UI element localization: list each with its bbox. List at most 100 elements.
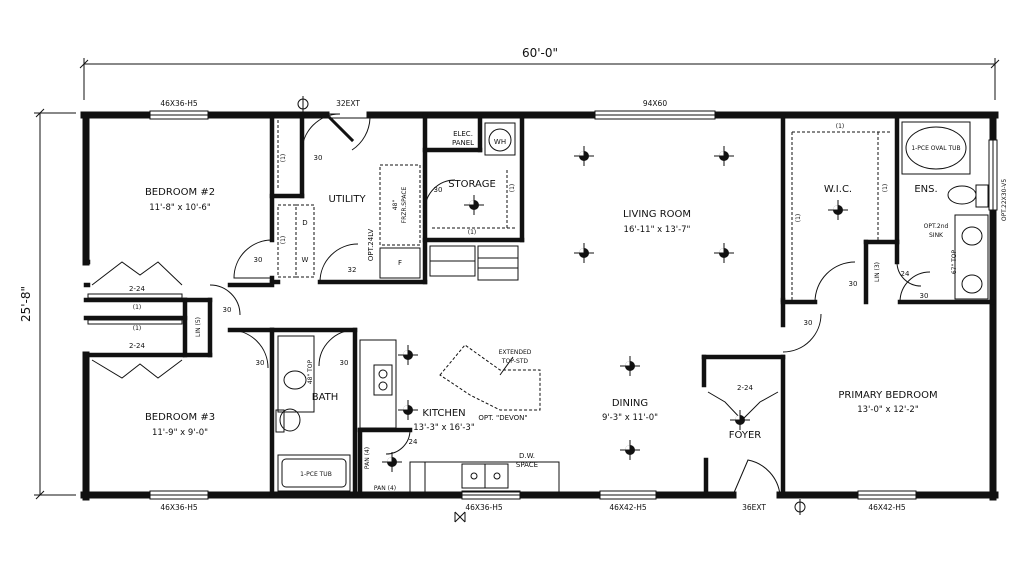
door-size-primary: 30 (804, 319, 813, 327)
room-size-dining: 9'-3" x 11'-0" (602, 413, 658, 423)
kitchen-fixtures (359, 339, 560, 493)
room-name-storage: STORAGE (448, 179, 496, 190)
note-panel: PANEL (452, 139, 474, 147)
room-size-living: 16'-11" x 13'-7" (624, 225, 691, 235)
overall-width: 60'-0" (522, 46, 558, 60)
dimension-lines: 60'-0" 25'-8" (19, 46, 1000, 500)
door-size-bath: 30 (340, 359, 349, 367)
note-dw-space: SPACE (516, 461, 538, 469)
note-frzr-48: 48" (392, 200, 399, 211)
annotations: ELEC. PANEL WH 48" FRZR.SPACE OPT.24LV F… (129, 123, 961, 492)
note-dw: D.W. (519, 452, 535, 460)
note-lin5: LIN (5) (195, 317, 202, 337)
ceiling-light-icon (398, 400, 418, 420)
room-name-bedroom2: BEDROOM #2 (145, 187, 215, 198)
shelf-label-storage-right: (1) (509, 184, 516, 193)
room-name-living: LIVING ROOM (623, 209, 691, 220)
interior-walls (83, 112, 996, 498)
shelf-label-wic-right: (1) (882, 184, 889, 193)
room-name-primary: PRIMARY BEDROOM (838, 390, 937, 401)
window-label-primary: 46X42-H5 (868, 503, 906, 512)
window-label-bed3: 46X36-H5 (160, 503, 198, 512)
door-label-32ext: 32EXT (336, 99, 360, 108)
window-label-kitchen: 46X36-H5 (465, 503, 503, 512)
label-freezer: F (398, 259, 402, 267)
windows: 46X36-H5 32EXT 94X60 46X36-H5 46X36-H5 4… (149, 99, 1008, 512)
door-size-utility: 32 (348, 266, 357, 274)
door-size-ens: 30 (920, 292, 929, 300)
hose-bib-icons (297, 96, 806, 523)
utility-fixtures (277, 120, 890, 300)
ceiling-light-icon (828, 200, 848, 220)
room-size-bedroom2: 11'-8" x 10'-6" (149, 203, 211, 213)
shelf-label-hall: (1) (280, 154, 287, 163)
shelf-label-wic-left: (1) (795, 214, 802, 223)
door-32ext (327, 115, 371, 151)
room-labels: BEDROOM #2 11'-8" x 10'-6" BEDROOM #3 11… (145, 179, 938, 441)
note-bath-tub: 1-PCE TUB (300, 471, 332, 478)
room-name-wic: W.I.C. (824, 184, 852, 195)
note-frzr-space: FRZR.SPACE (401, 186, 408, 223)
room-name-bath: BATH (312, 392, 339, 403)
door-swings (209, 113, 931, 496)
room-name-utility: UTILITY (328, 194, 366, 205)
door-size-pantry: 24 (409, 438, 418, 446)
door-size-bed2: 30 (254, 256, 263, 264)
ensuite-fixtures (901, 121, 989, 300)
room-size-kitchen: 13'-3" x 16'-3" (413, 423, 475, 433)
door-size-wic: 30 (849, 280, 858, 288)
door-label-36ext: 36EXT (742, 503, 766, 512)
door-size-hall: 30 (314, 154, 323, 162)
room-size-primary: 13'-0" x 12'-2" (857, 405, 919, 415)
closet-label-bed2: 2-24 (129, 285, 145, 293)
note-oval-tub: 1-PCE OVAL TUB (911, 145, 960, 152)
room-name-kitchen: KITCHEN (422, 408, 465, 419)
bath-fixtures (275, 335, 351, 492)
room-size-bedroom3: 11'-9" x 9'-0" (152, 428, 208, 438)
closet-label-bed3: 2-24 (129, 342, 145, 350)
ceiling-light-icon (382, 452, 402, 472)
ceiling-light-fixtures (382, 146, 848, 472)
overall-depth: 25'-8" (19, 286, 33, 322)
note-elec: ELEC. (453, 130, 473, 138)
ceiling-light-icon (574, 146, 594, 166)
label-dryer: D (302, 219, 307, 227)
door-size-storage: 30 (434, 186, 443, 194)
ceiling-light-icon (574, 243, 594, 263)
room-name-ens: ENS. (914, 184, 937, 195)
closet-label-foyer: 2-24 (737, 384, 753, 392)
window-label-bed2: 46X36-H5 (160, 99, 198, 108)
shelf-label-wic: (1) (836, 123, 845, 130)
ceiling-light-icon (398, 345, 418, 365)
shelf-label-utility: (1) (280, 236, 287, 245)
note-pan-vertical: PAN (4) (364, 447, 371, 469)
window-label-ensuite: OPT.22X30-V5 (1001, 179, 1008, 221)
ceiling-light-icon (464, 195, 484, 215)
door-size-linen: 30 (223, 306, 232, 314)
note-sink: SINK (929, 232, 944, 239)
window-label-living: 94X60 (643, 99, 667, 108)
closet-doors (87, 261, 779, 421)
room-name-bedroom3: BEDROOM #3 (145, 412, 215, 423)
note-ens-top: 67" TOP (951, 249, 958, 274)
room-name-dining: DINING (612, 398, 648, 409)
exterior-walls (80, 111, 999, 501)
note-pan: PAN (4) (374, 485, 396, 492)
ceiling-light-icon (730, 410, 750, 430)
ceiling-light-icon (714, 243, 734, 263)
label-washer: W (302, 256, 309, 264)
note-opt-devon: OPT. "DEVON" (478, 414, 527, 422)
door-size-linen2: 24 (901, 270, 910, 278)
note-opt-24lv: OPT.24LV (367, 229, 375, 261)
shelf-label-closet: (1) (133, 304, 142, 311)
ceiling-light-icon (620, 440, 640, 460)
note-opt-2nd: OPT.2nd (924, 223, 949, 230)
ceiling-light-icon (714, 146, 734, 166)
note-wh: WH (494, 138, 506, 146)
note-bath-top: 48" TOP (307, 359, 314, 384)
note-top-std: TOP-STD (501, 358, 529, 365)
note-extended: EXTENDED (499, 349, 532, 356)
door-size-bed3: 30 (256, 359, 265, 367)
note-lin3: LIN (3) (874, 262, 881, 282)
